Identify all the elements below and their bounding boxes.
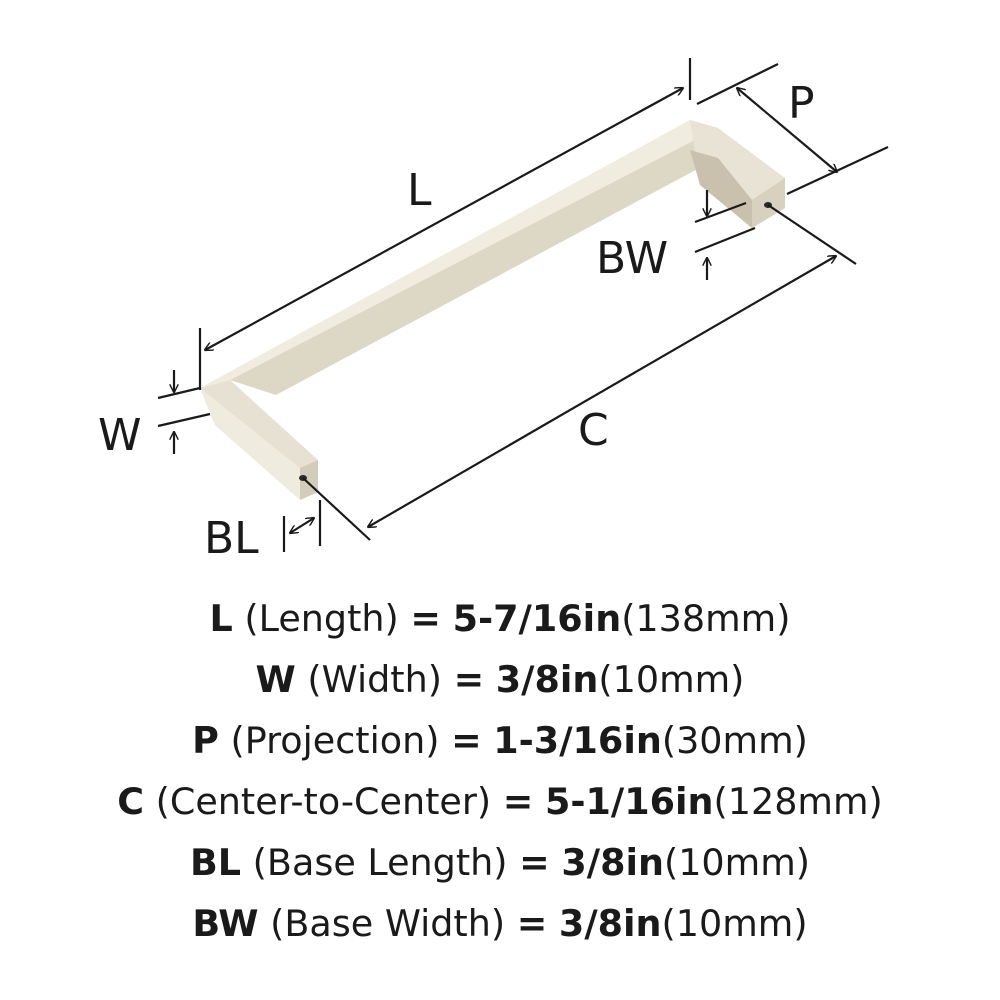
base-length-dimension: BL	[204, 500, 322, 564]
center-to-center-label: C	[578, 405, 609, 456]
spec-name: (Base Width)	[270, 902, 506, 945]
spec-equals: =	[516, 902, 548, 945]
projection-dimension: P	[696, 63, 889, 195]
base-length-label: BL	[204, 513, 259, 564]
spec-equals: =	[410, 597, 441, 640]
spec-imperial: 3/8in	[495, 658, 599, 701]
specifications-list: L (Length) = 5-7/16in(138mm) W (Width) =…	[0, 588, 1000, 954]
spec-row-length: L (Length) = 5-7/16in(138mm)	[0, 588, 1000, 649]
spec-name: (Length)	[244, 597, 399, 640]
spec-equals: =	[453, 658, 485, 701]
spec-code: P	[192, 719, 219, 762]
width-dimension: W	[98, 370, 211, 461]
spec-code: BL	[189, 841, 242, 884]
length-label: L	[407, 165, 432, 216]
cabinet-pull-handle	[200, 120, 785, 500]
spec-imperial: 5-1/16in	[544, 780, 714, 823]
spec-row-width: W (Width) = 3/8in(10mm)	[0, 649, 1000, 710]
center-to-center-dimension: C	[302, 204, 857, 541]
spec-imperial: 3/8in	[561, 841, 664, 884]
spec-imperial: 3/8in	[558, 902, 662, 945]
spec-equals: =	[502, 780, 534, 823]
spec-code: C	[117, 780, 144, 823]
spec-row-base-length: BL (Base Length) = 3/8in(10mm)	[0, 832, 1000, 893]
spec-equals: =	[519, 841, 550, 884]
handle-right-leg-inner	[690, 150, 752, 228]
base-width-label: BW	[596, 233, 668, 284]
projection-label: P	[788, 78, 815, 129]
spec-code: BW	[192, 902, 259, 945]
spec-metric: (10mm)	[661, 902, 808, 945]
spec-code: W	[255, 658, 296, 701]
spec-metric: (30mm)	[661, 719, 808, 762]
spec-name: (Projection)	[230, 719, 440, 762]
handle-dimension-diagram: L P BW W C BL	[98, 58, 889, 564]
spec-name: (Base Length)	[252, 841, 508, 884]
spec-imperial: 1-3/16in	[493, 719, 662, 762]
width-label: W	[98, 410, 142, 461]
spec-equals: =	[451, 719, 482, 762]
spec-row-center-to-center: C (Center-to-Center) = 5-1/16in(128mm)	[0, 771, 1000, 832]
handle-left-leg-face	[200, 388, 300, 500]
spec-name: (Width)	[307, 658, 442, 701]
handle-left-leg-side	[300, 460, 318, 500]
spec-code: L	[209, 597, 233, 640]
spec-metric: (10mm)	[663, 841, 811, 884]
spec-metric: (138mm)	[621, 597, 791, 640]
spec-metric: (128mm)	[713, 780, 883, 823]
spec-imperial: 5-7/16in	[452, 597, 622, 640]
spec-row-base-width: BW (Base Width) = 3/8in(10mm)	[0, 893, 1000, 954]
spec-name: (Center-to-Center)	[155, 780, 492, 823]
length-dimension: L	[198, 58, 692, 390]
spec-metric: (10mm)	[598, 658, 745, 701]
spec-row-projection: P (Projection) = 1-3/16in(30mm)	[0, 710, 1000, 771]
